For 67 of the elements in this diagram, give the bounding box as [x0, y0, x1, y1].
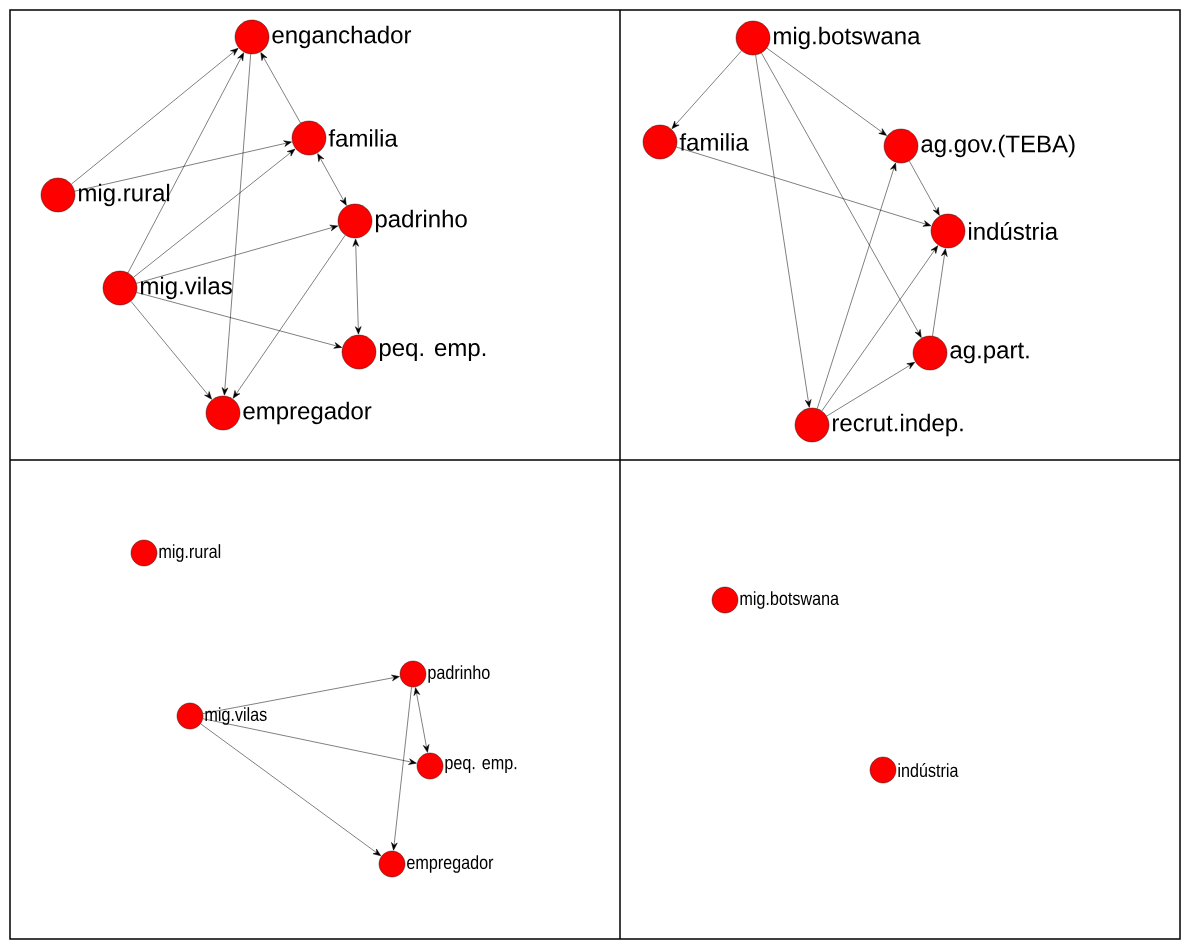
arrow [755, 54, 812, 408]
arrow [136, 292, 342, 349]
arrow [127, 52, 244, 274]
arrow [260, 52, 301, 124]
node-label: familia [679, 133, 749, 151]
node-label: empregador [407, 855, 494, 873]
arrow [317, 153, 347, 206]
node-label: mig.vilas [205, 707, 267, 725]
arrow [766, 47, 887, 136]
node-label: mig.botswana [740, 591, 840, 609]
arrow [932, 248, 948, 337]
arrow [202, 718, 417, 765]
arrow [391, 686, 412, 851]
network-node: peq. emp. [341, 334, 486, 370]
node-label: ag.part. [950, 342, 1029, 364]
arrow [826, 362, 915, 417]
network-node: padrinho [337, 203, 467, 239]
node-label: indústria [898, 762, 959, 778]
node-label: peq. emp. [445, 758, 517, 774]
node-label: familia [328, 129, 398, 147]
network-node: mig.rural [40, 177, 170, 213]
arrow [136, 224, 339, 284]
node-label: mig.rural [159, 544, 221, 562]
node-label: empregador [243, 401, 372, 425]
network-node: empregador [205, 395, 372, 431]
arrow [71, 48, 239, 185]
arrow [413, 687, 430, 753]
node-label: mig.rural [79, 183, 170, 207]
arrow [671, 50, 742, 129]
network-node: familia [642, 124, 749, 160]
node-label: mig.vilas [141, 276, 232, 300]
network-node: mig.botswana [735, 20, 921, 56]
arrow [232, 234, 346, 399]
network-node: mig.botswana [711, 586, 840, 614]
node-label: peq. emp. [379, 343, 486, 361]
network-node: mig.rural [130, 539, 221, 567]
network-node: padrinho [399, 660, 490, 688]
network-node: mig.vilas [102, 270, 232, 306]
arrow [133, 148, 296, 278]
node-label: mig.botswana [774, 26, 921, 50]
network-node: indústria [930, 213, 1059, 249]
node-label: ag.gov.(TEBA) [921, 134, 1075, 158]
arrow [821, 245, 938, 412]
arrow [221, 53, 251, 396]
arrow [200, 723, 382, 857]
arrow [202, 674, 400, 714]
arrow [676, 146, 932, 227]
network-node: recrut.indep. [794, 407, 963, 443]
network-node: ag.gov.(TEBA) [883, 128, 1075, 164]
arrow [909, 160, 940, 216]
node-label: indústria [969, 222, 1059, 240]
network-node: empregador [378, 850, 494, 878]
arrow [352, 238, 362, 335]
network-node: peq. emp. [416, 752, 517, 780]
arrow [130, 301, 212, 400]
node-label: enganchador [272, 25, 412, 49]
arrow [817, 162, 897, 409]
network-node: mig.vilas [176, 702, 267, 730]
node-label: padrinho [428, 665, 490, 683]
arrow [761, 52, 922, 338]
arrow [74, 140, 292, 192]
network-node: enganchador [234, 19, 412, 55]
network-node: ag.part. [912, 335, 1029, 371]
network-node: indústria [869, 756, 959, 784]
node-label: padrinho [375, 209, 467, 233]
node-label: recrut.indep. [833, 413, 963, 437]
network-node: familia [291, 120, 398, 156]
